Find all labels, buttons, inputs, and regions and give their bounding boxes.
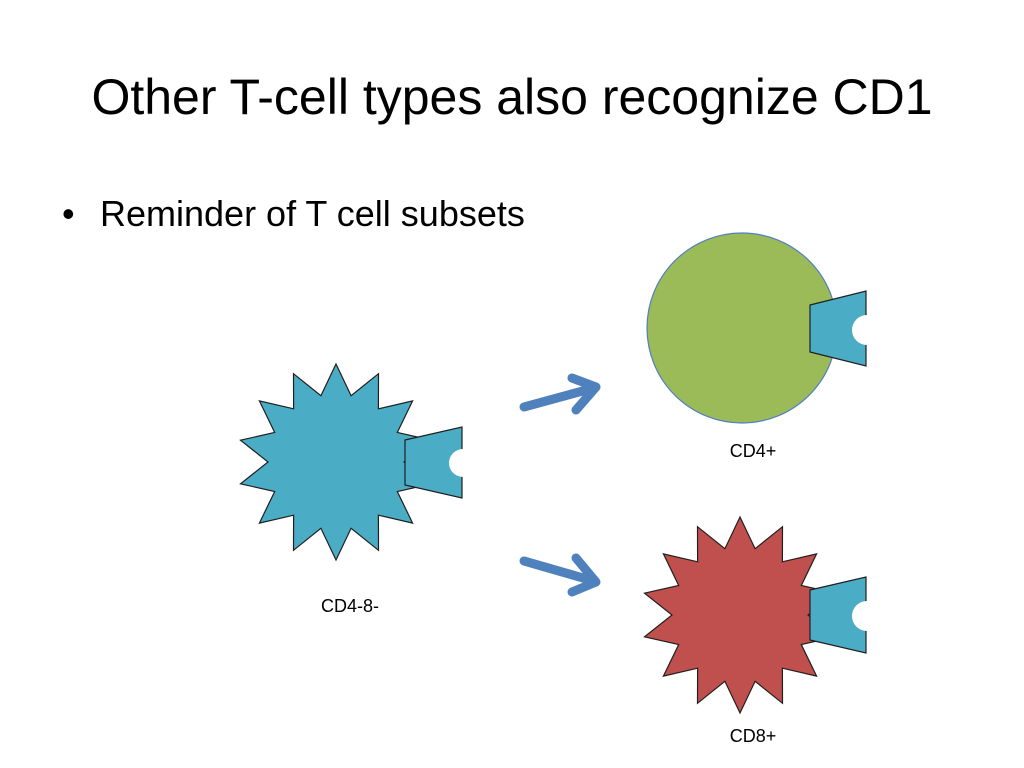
cd8-receptor: [809, 576, 882, 654]
cd4-label: CD4+: [730, 441, 777, 461]
cd8-cell: CD8+: [643, 515, 882, 746]
bullet-item: • Reminder of T cell subsets: [62, 190, 525, 238]
cd4-8-cell-body: [239, 362, 433, 562]
arrow-to-cd4: [519, 373, 601, 415]
cd4-8-receptor: [404, 426, 477, 499]
cd4-cell-body: [646, 232, 838, 424]
slide-title: Other T-cell types also recognize CD1: [91, 69, 933, 125]
cd4-cell: CD4+: [646, 232, 882, 461]
cd8-receptor-groove: [852, 601, 882, 631]
cd4-8-cell: CD4-8-: [239, 362, 477, 616]
cd4-8-receptor-body: [404, 426, 463, 499]
cd8-cell-body: [643, 515, 837, 715]
bullet-text: Reminder of T cell subsets: [100, 193, 525, 234]
cd4-receptor: [809, 290, 882, 367]
cd8-receptor-body: [809, 576, 867, 654]
bullet-marker: •: [62, 193, 75, 234]
cd4-receptor-groove: [852, 315, 882, 345]
cd4-8-receptor-groove: [449, 449, 477, 477]
cd4-8-label: CD4-8-: [321, 596, 379, 616]
arrow-to-cd8: [519, 553, 601, 597]
cd8-label: CD8+: [730, 726, 777, 746]
cd4-receptor-body: [809, 290, 867, 367]
